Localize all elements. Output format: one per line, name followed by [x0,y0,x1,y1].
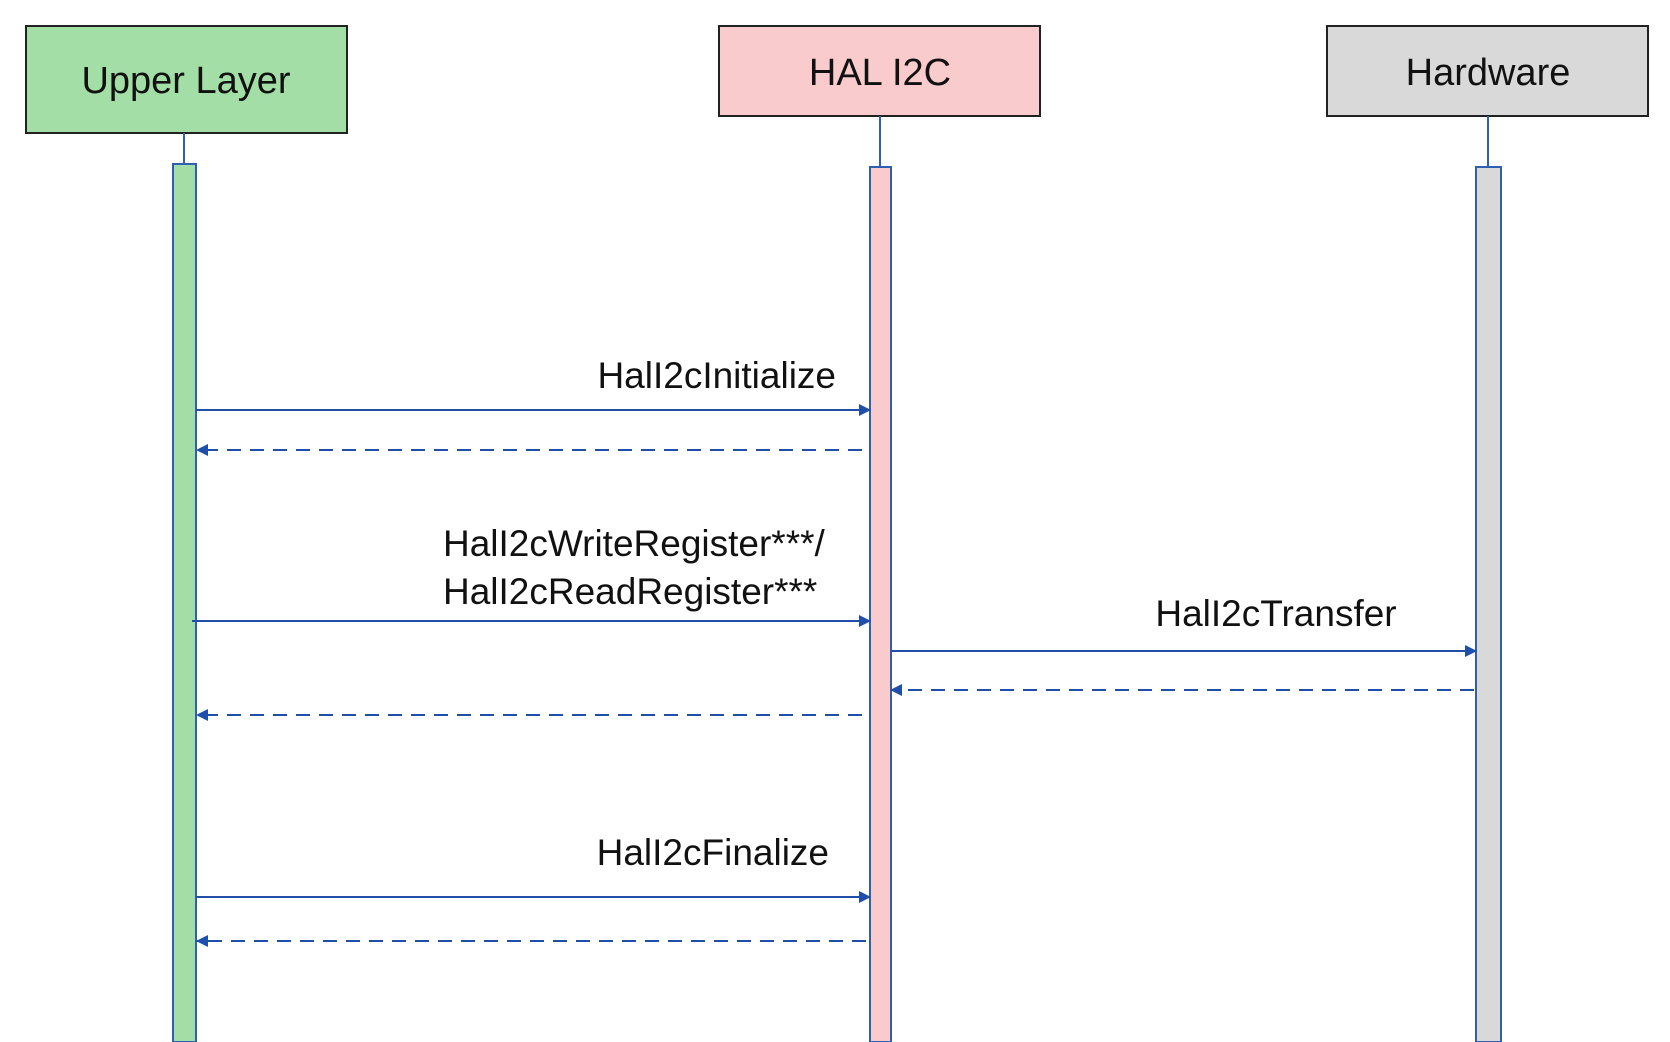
activation-bar-hardware [1475,166,1502,1042]
message-write-read-register: HalI2cWriteRegister***/ HalI2cReadRegist… [192,523,871,721]
activation-bar-upper-layer [172,163,197,1042]
participant-hardware-label: Hardware [1406,52,1571,94]
message-read-register-label: HalI2cReadRegister*** [443,571,817,612]
participant-hardware: Hardware [1326,25,1649,1042]
message-finalize-label: HalI2cFinalize [597,832,829,873]
message-transfer: HalI2cTransfer [890,593,1477,696]
message-finalize: HalI2cFinalize [196,832,871,947]
message-initialize: HalI2cInitialize [196,355,871,456]
participant-hal-i2c-box [718,25,1041,117]
activation-bar-hal-i2c [869,166,892,1042]
message-write-register-label: HalI2cWriteRegister***/ [443,523,825,564]
participant-hardware-box [1326,25,1649,117]
participant-upper-layer-label: Upper Layer [81,60,290,102]
participant-hal-i2c: HAL I2C [718,25,1041,1042]
message-initialize-label: HalI2cInitialize [597,355,836,396]
message-transfer-label: HalI2cTransfer [1155,593,1396,634]
participant-upper-layer-box [25,25,348,134]
participant-hal-i2c-label: HAL I2C [809,52,951,94]
participant-upper-layer: Upper Layer [25,25,348,1042]
